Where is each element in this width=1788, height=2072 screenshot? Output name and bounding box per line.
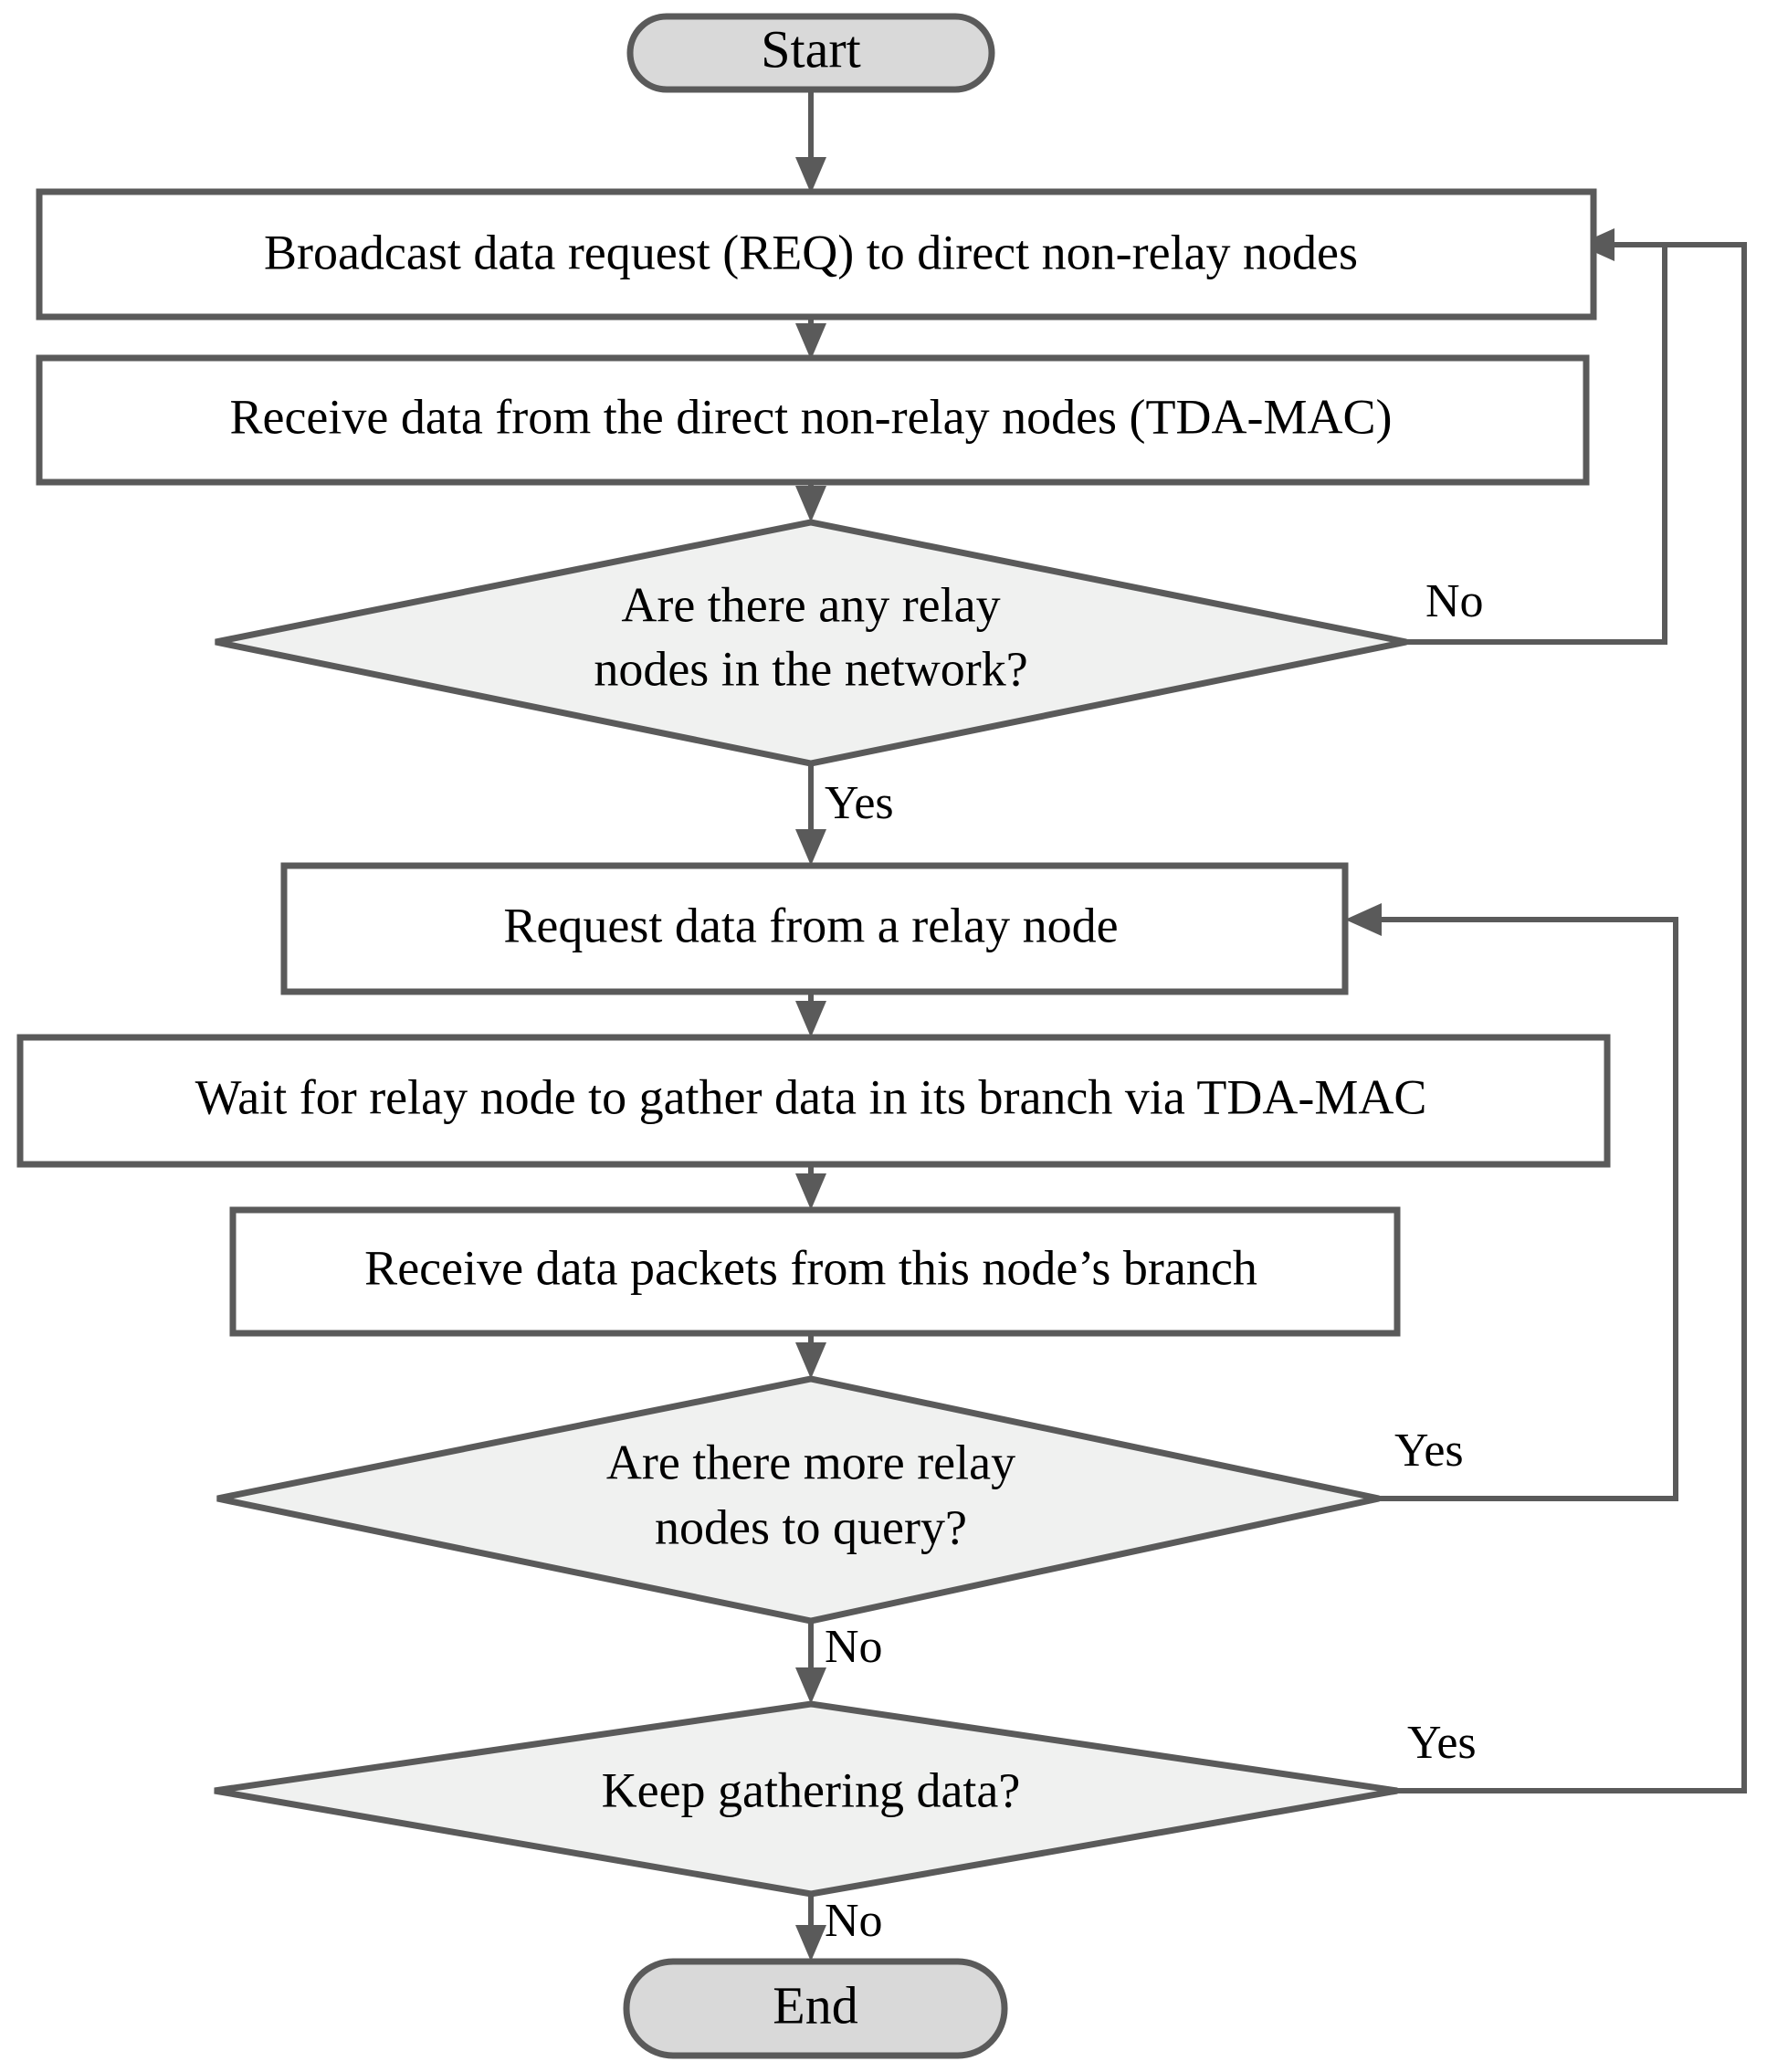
edge-receive-direct-to-any-relay (795, 482, 826, 522)
node-wait-relay[interactable]: Wait for relay node to gather data in it… (16, 1034, 1611, 1168)
edge-wait-to-receive-branch (795, 1164, 826, 1210)
node-broadcast-request[interactable]: Broadcast data request (REQ) to direct n… (36, 188, 1597, 321)
edge-start-to-broadcast (795, 89, 826, 194)
node-decision-any-relay-line2: nodes in the network? (594, 641, 1027, 696)
edge-more-relay-yes-loop (1345, 903, 1678, 1501)
edge-keep-gathering-no (795, 1894, 826, 1962)
node-request-relay-label: Request data from a relay node (503, 898, 1118, 952)
edge-request-relay-to-wait (795, 992, 826, 1037)
edge-label-any-relay-no: No (1425, 575, 1484, 627)
node-decision-any-relay[interactable]: Are there any relay nodes in the network… (215, 519, 1407, 767)
node-broadcast-request-label: Broadcast data request (REQ) to direct n… (264, 225, 1358, 279)
node-decision-more-relay-line1: Are there more relay (606, 1435, 1015, 1489)
edge-receive-branch-to-more-relay (795, 1333, 826, 1379)
node-start-label: Start (761, 19, 861, 79)
edge-any-relay-yes (795, 763, 826, 866)
node-decision-keep-gathering-label: Keep gathering data? (602, 1762, 1021, 1817)
edge-label-keep-gathering-yes: Yes (1407, 1717, 1477, 1769)
edge-broadcast-to-receive-direct (795, 317, 826, 360)
edge-label-more-relay-yes: Yes (1394, 1425, 1464, 1477)
node-end[interactable]: End (623, 1958, 1008, 2059)
edge-label-any-relay-yes: Yes (825, 777, 894, 829)
node-receive-direct-label: Receive data from the direct non-relay n… (229, 389, 1392, 444)
node-receive-branch-label: Receive data packets from this node’s br… (364, 1240, 1257, 1295)
edge-keep-gathering-yes-loop (1397, 242, 1747, 1793)
node-end-label: End (773, 1975, 857, 2035)
node-decision-any-relay-line1: Are there any relay (621, 577, 1000, 632)
node-wait-relay-label: Wait for relay node to gather data in it… (195, 1069, 1427, 1124)
edge-label-keep-gathering-no: No (825, 1895, 883, 1947)
node-receive-direct[interactable]: Receive data from the direct non-relay n… (36, 354, 1590, 486)
edge-more-relay-no (795, 1621, 826, 1704)
node-receive-branch[interactable]: Receive data packets from this node’s br… (229, 1206, 1401, 1337)
node-request-relay[interactable]: Request data from a relay node (280, 862, 1349, 995)
node-decision-more-relay-line2: nodes to query? (655, 1499, 967, 1554)
node-decision-keep-gathering[interactable]: Keep gathering data? (214, 1700, 1398, 1898)
node-start[interactable]: Start (626, 13, 995, 93)
edge-label-more-relay-no: No (825, 1621, 883, 1673)
node-decision-more-relay[interactable]: Are there more relay nodes to query? (216, 1375, 1380, 1625)
